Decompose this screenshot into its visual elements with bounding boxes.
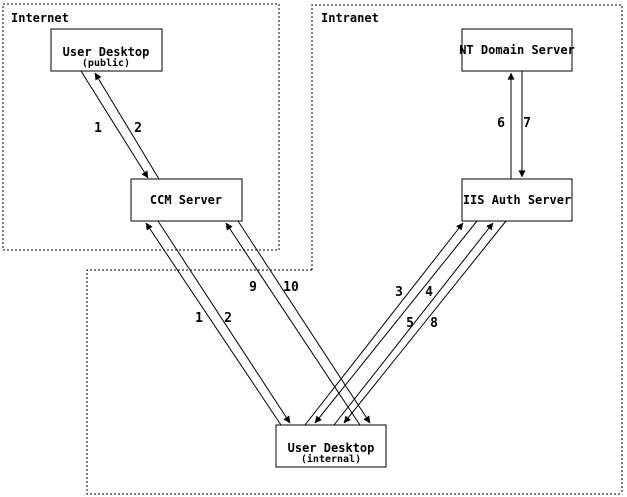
edge-label-9: 9 (249, 280, 257, 295)
user-desktop-public-box (50, 28, 163, 72)
edge-8-iis-to-internal-desktop (343, 220, 507, 424)
user-desktop-internal-box (275, 424, 387, 468)
nt-domain-server-box (461, 28, 573, 72)
internet-zone-border (2, 3, 280, 251)
user-desktop-internal-label: User Desktop (288, 441, 375, 455)
internet-zone-label: Internet (11, 11, 69, 25)
ccm-server-label: CCM Server (150, 193, 222, 207)
edge-5-internal-desktop-to-iis (333, 222, 494, 426)
nt-domain-server-label: NT Domain Server (459, 43, 575, 57)
edge-label-1-internal: 1 (195, 311, 203, 326)
intranet-zone-label: Intranet (321, 11, 379, 25)
internal-zone-border (86, 269, 622, 495)
node-user-desktop-public: User Desktop (public) (50, 28, 163, 72)
ccm-server-box (130, 178, 243, 222)
edge-label-6: 6 (497, 116, 505, 131)
edge-label-4: 4 (425, 285, 433, 300)
node-user-desktop-internal: User Desktop (internal) (275, 424, 387, 468)
edge-label-8: 8 (430, 316, 438, 331)
edge-1-internal-desktop-to-ccm (145, 222, 282, 426)
edge-4-iis-to-internal-desktop (314, 220, 478, 424)
edge-10-ccm-to-internal-desktop (237, 220, 371, 424)
edge-3-internal-desktop-to-iis (304, 222, 464, 426)
node-iis-auth-server: IIS Auth Server (461, 178, 573, 222)
edge-label-2-public: 2 (134, 121, 142, 136)
edge-label-7: 7 (523, 116, 531, 131)
intranet-zone-border (311, 4, 623, 494)
edge-label-5: 5 (406, 316, 414, 331)
iis-auth-server-box (461, 178, 573, 222)
user-desktop-public-label: User Desktop (63, 45, 150, 59)
edge-2-ccm-to-internal-desktop (157, 220, 291, 424)
user-desktop-public-sublabel: (public) (82, 57, 130, 69)
edge-9-internal-desktop-to-ccm (225, 222, 361, 426)
edge-label-2-internal: 2 (224, 311, 232, 326)
node-nt-domain-server: NT Domain Server (459, 28, 575, 72)
user-desktop-internal-sublabel: (internal) (301, 453, 361, 465)
edge-2-ccm-to-public-desktop (94, 72, 160, 180)
iis-auth-server-label: IIS Auth Server (463, 193, 571, 207)
edge-1-public-desktop-to-ccm (80, 70, 149, 179)
edge-label-10: 10 (283, 280, 299, 295)
edge-label-1-public: 1 (94, 121, 102, 136)
edge-label-3: 3 (395, 285, 403, 300)
node-ccm-server: CCM Server (130, 178, 243, 222)
